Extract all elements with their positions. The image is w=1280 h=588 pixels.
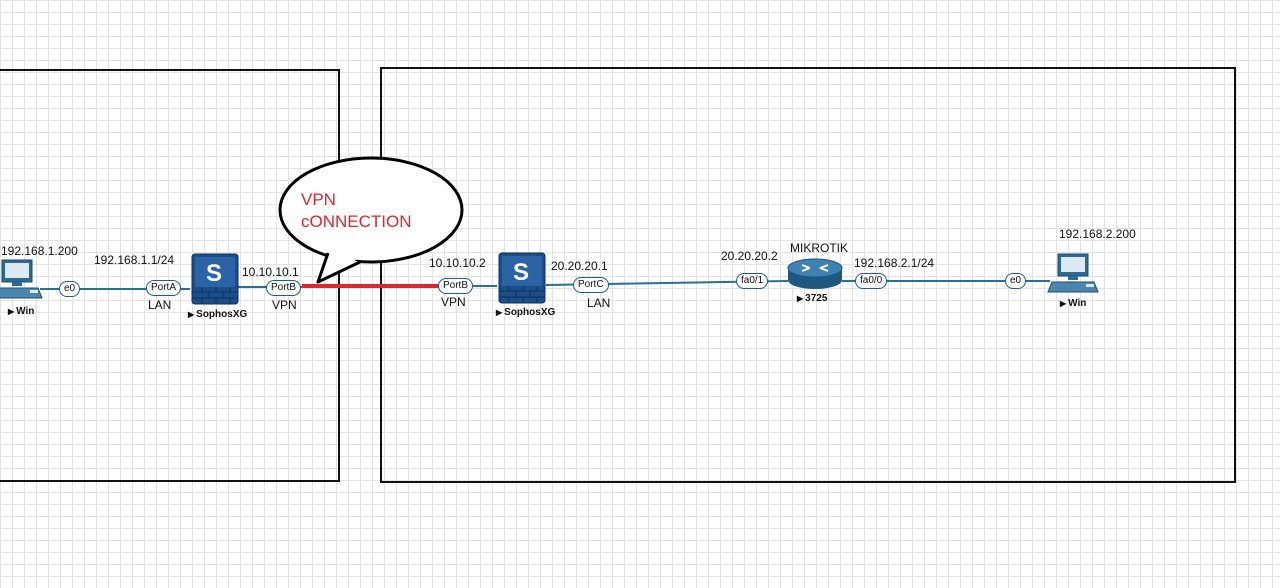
fw-left-vpn-label: VPN (272, 298, 297, 312)
sophos-xg-left-icon[interactable]: S (191, 253, 239, 305)
fw-left-lan-label: LAN (148, 298, 172, 312)
fw-right-port-c[interactable]: PortC (573, 277, 609, 293)
right-site-frame (380, 67, 1236, 483)
fw-left-port-a[interactable]: PortA (146, 280, 182, 296)
router-name-text: 3725 (805, 293, 828, 304)
fw-left-vpn-ip: 10.10.10.1 (242, 265, 299, 279)
router-wan-ip: 20.20.20.2 (721, 249, 778, 263)
pc-left-name: ▶Win (8, 306, 35, 317)
fw-right-vpn-ip: 10.10.10.2 (429, 256, 486, 270)
pc-right-port-e0[interactable]: e0 (1005, 273, 1027, 289)
router-port-fa0-0[interactable]: fa0/0 (855, 273, 888, 289)
pc-right-name: ▶Win (1060, 298, 1087, 309)
pc-right-ip: 192.168.2.200 (1059, 227, 1136, 241)
vpn-callout-bubble (278, 156, 464, 284)
router-lan-ip: 192.168.2.1/24 (854, 256, 935, 270)
pc-left-ip: 192.168.1.200 (1, 244, 78, 258)
sophos-xg-right-icon[interactable]: S (498, 252, 546, 304)
callout-line-2: cONNECTION (301, 212, 412, 231)
win-pc-left-icon[interactable] (0, 259, 43, 299)
pc-right-name-text: Win (1068, 298, 1087, 309)
svg-text:S: S (513, 259, 529, 286)
fw-right-name-text: SophosXG (504, 307, 556, 318)
fw-right-lan-ip: 20.20.20.1 (551, 259, 608, 273)
fw-right-vpn-label: VPN (441, 295, 466, 309)
svg-text:S: S (206, 260, 222, 287)
callout-line-1: VPN (301, 190, 336, 209)
fw-left-name-text: SophosXG (196, 309, 248, 320)
mikrotik-router-icon[interactable] (787, 258, 843, 289)
win-pc-right-icon[interactable] (1047, 253, 1099, 293)
fw-right-name: ▶SophosXG (496, 307, 556, 318)
pc-left-name-text: Win (16, 306, 35, 317)
fw-left-name: ▶SophosXG (188, 309, 248, 320)
fw-left-lan-ip: 192.168.1.1/24 (94, 253, 175, 267)
left-site-frame (0, 69, 340, 482)
fw-left-port-b[interactable]: PortB (266, 280, 302, 296)
vpn-callout-text: VPN cONNECTION (301, 189, 412, 233)
router-title: MIKROTIK (790, 241, 849, 255)
router-name: ▶3725 (797, 293, 828, 304)
pc-left-port-e0[interactable]: e0 (59, 281, 81, 297)
fw-right-lan-label: LAN (587, 296, 611, 310)
fw-right-port-b[interactable]: PortB (438, 278, 474, 294)
router-port-fa0-1[interactable]: fa0/1 (736, 273, 769, 289)
